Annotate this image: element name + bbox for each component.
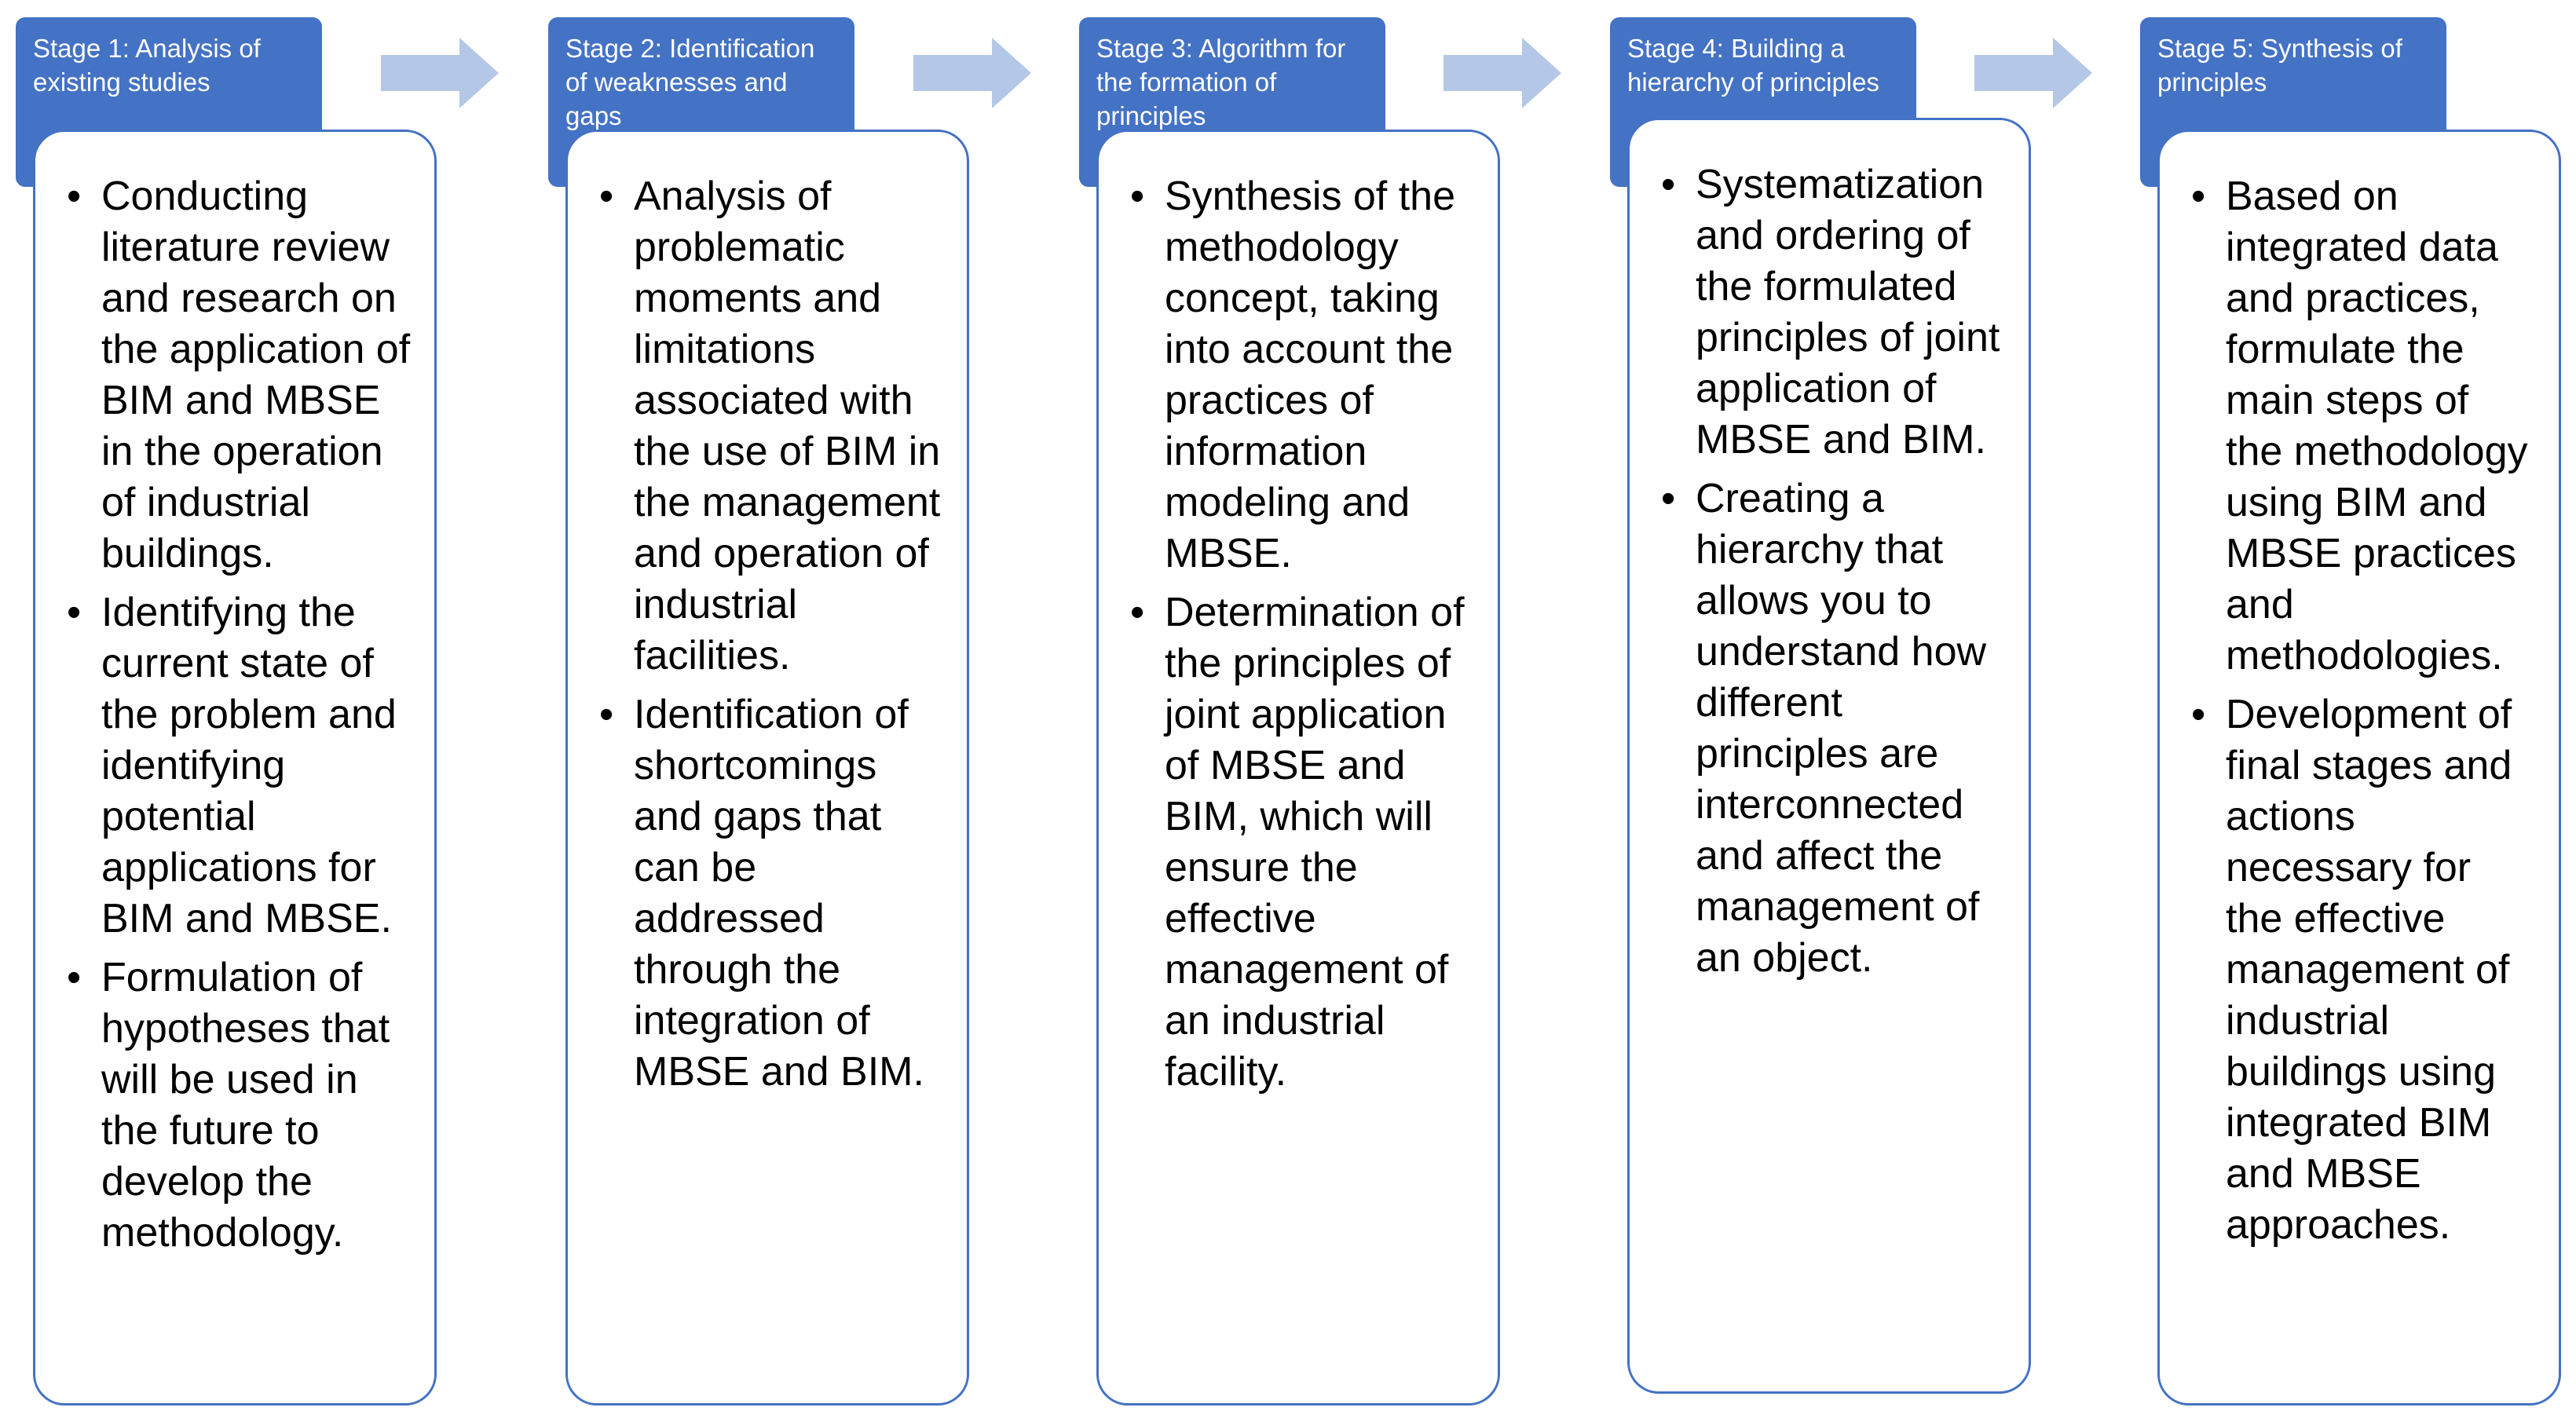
- stage-1-point-2: Identifying the current state of the pro…: [65, 587, 411, 945]
- right-arrow-icon: [913, 38, 1031, 108]
- stage-3-body: Synthesis of the methodology concept, ta…: [1096, 130, 1500, 1406]
- stage-1-point-3: Formulation of hypotheses that will be u…: [65, 952, 411, 1259]
- stage-2-points: Analysis of problematic moments and limi…: [598, 171, 943, 1098]
- right-arrow-icon: [1444, 38, 1561, 108]
- stage-4-point-2: Creating a hierarchy that allows you to …: [1659, 473, 2005, 984]
- stage-3-point-2: Determination of the principles of joint…: [1129, 587, 1474, 1098]
- stage-5-body: Based on integrated data and practices, …: [2157, 130, 2561, 1406]
- stage-5-point-1: Based on integrated data and practices, …: [2190, 171, 2535, 682]
- stage-3-points: Synthesis of the methodology concept, ta…: [1129, 171, 1474, 1098]
- stage-2-body: Analysis of problematic moments and limi…: [565, 130, 969, 1406]
- stage-5-point-2: Development of final stages and actions …: [2190, 689, 2535, 1251]
- stage-5: Stage 5: Synthesis of principles Based o…: [2140, 0, 2576, 1422]
- stage-2: Stage 2: Identification of weaknesses an…: [548, 0, 988, 1422]
- right-arrow-icon: [1974, 38, 2092, 108]
- stage-3-point-1: Synthesis of the methodology concept, ta…: [1129, 171, 1474, 579]
- stage-5-points: Based on integrated data and practices, …: [2190, 171, 2535, 1251]
- stage-4-points: Systematization and ordering of the form…: [1659, 159, 2005, 984]
- stage-2-point-2: Identification of shortcomings and gaps …: [598, 689, 943, 1098]
- stage-3: Stage 3: Algorithm for the formation of …: [1079, 0, 1519, 1422]
- right-arrow-icon: [381, 38, 499, 108]
- stage-1-points: Conducting literature review and researc…: [65, 171, 411, 1259]
- stage-4: Stage 4: Building a hierarchy of princip…: [1610, 0, 2050, 1422]
- stage-1: Stage 1: Analysis of existing studies Co…: [16, 0, 456, 1422]
- stage-2-point-1: Analysis of problematic moments and limi…: [598, 171, 943, 682]
- stage-1-point-1: Conducting literature review and researc…: [65, 171, 411, 579]
- stage-4-point-1: Systematization and ordering of the form…: [1659, 159, 2005, 466]
- stage-1-body: Conducting literature review and researc…: [33, 130, 437, 1406]
- stage-4-body: Systematization and ordering of the form…: [1627, 118, 2031, 1394]
